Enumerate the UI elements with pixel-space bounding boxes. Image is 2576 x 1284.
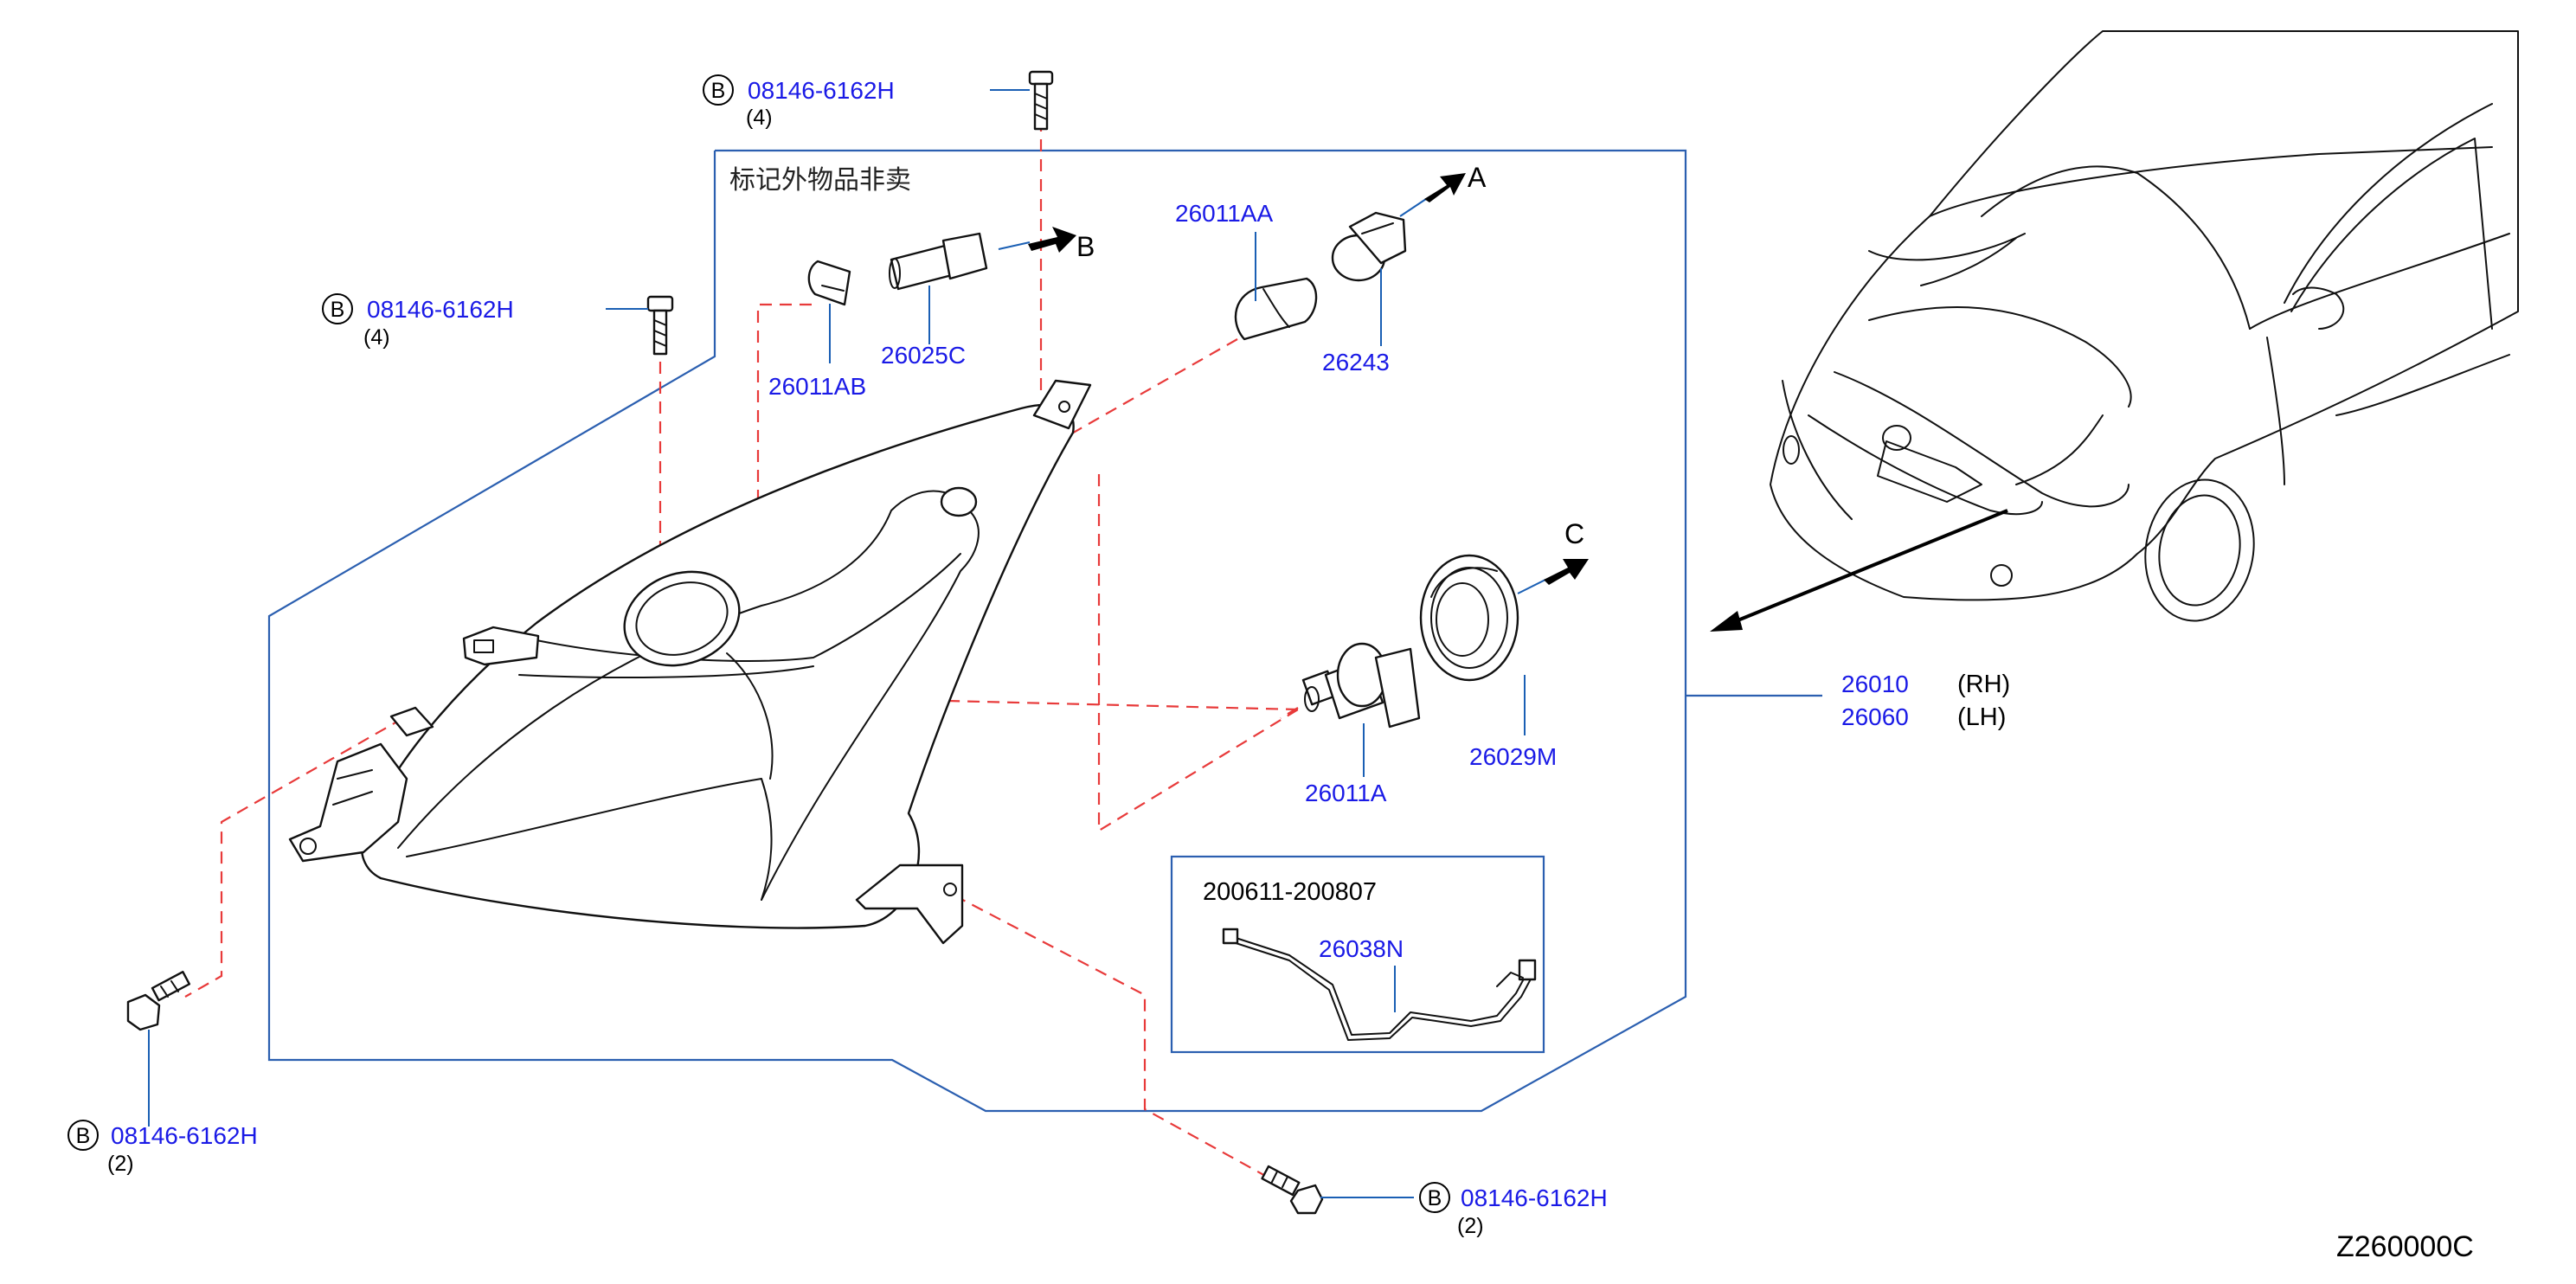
part-number-assembly-lh[interactable]: 26060: [1841, 703, 1909, 730]
diagram-code: Z260000C: [2336, 1230, 2474, 1263]
bolt-ref-marker-top-left: B: [322, 293, 353, 324]
bolt-top-left[interactable]: [646, 295, 674, 356]
socket-small-arrow-leader: [998, 241, 1031, 250]
vehicle-reference-drawing: [1770, 30, 2519, 622]
lamp-cap-arrow-leader: [1517, 579, 1546, 594]
vehicle-location-arrowhead: [1710, 611, 1743, 632]
part-number-bulb-socket-small[interactable]: 26025C: [881, 342, 966, 369]
side-label-rh: (RH): [1957, 671, 2010, 698]
bolt-top-center[interactable]: [1028, 70, 1054, 131]
bolt-ref-marker-top-center: B: [703, 74, 734, 106]
bolt-bottom-left[interactable]: [126, 971, 191, 1031]
harness-inset: [1170, 855, 1545, 1054]
svg-text:B: B: [331, 298, 345, 322]
qty-bolt-bottom-left: (2): [107, 1152, 134, 1176]
part-number-bolt-bottom-left[interactable]: 08146-6162H: [111, 1122, 258, 1149]
arrow-c: [1544, 559, 1589, 585]
part-number-bulb-amber[interactable]: 26011AA: [1175, 200, 1273, 227]
qty-bolt-bottom-right: (2): [1457, 1214, 1484, 1238]
bolt-bottom-right[interactable]: [1261, 1165, 1324, 1215]
bolt-ref-marker-bottom-right: B: [1419, 1182, 1450, 1213]
svg-text:B: B: [1428, 1186, 1442, 1210]
qty-bolt-top-left: (4): [363, 325, 390, 350]
arrow-a: [1424, 173, 1466, 202]
not-sold-separately-note: 标记外物品非卖: [729, 165, 911, 196]
svg-text:B: B: [76, 1124, 91, 1148]
callout-b: B: [1076, 231, 1095, 262]
socket-amber-arrow-leader: [1399, 198, 1427, 217]
side-label-lh: (LH): [1957, 703, 2006, 731]
svg-text:B: B: [711, 79, 726, 103]
arrow-b: [1028, 227, 1076, 253]
callout-c: C: [1564, 518, 1584, 549]
assembly-boundary: [267, 149, 1687, 1113]
part-number-bulb-socket-amber[interactable]: 26243: [1322, 349, 1390, 376]
part-number-bolt-bottom-right[interactable]: 08146-6162H: [1461, 1184, 1608, 1211]
bolt-ref-marker-bottom-left: B: [67, 1120, 99, 1151]
part-number-bolt-top-center[interactable]: 08146-6162H: [748, 77, 895, 104]
bulb-small[interactable]: [807, 260, 851, 306]
bulb-amber[interactable]: [1234, 277, 1318, 341]
inset-date-range: 200611-200807: [1203, 878, 1377, 906]
part-number-harness[interactable]: 26038N: [1319, 935, 1404, 962]
part-number-assembly-rh[interactable]: 26010: [1841, 671, 1909, 697]
harness[interactable]: [1222, 928, 1537, 1041]
qty-bolt-top-center: (4): [746, 106, 773, 130]
vehicle-location-arrow: [1726, 509, 2008, 626]
part-number-bulb-small[interactable]: 26011AB: [768, 373, 866, 400]
part-number-lamp-cap[interactable]: 26029M: [1469, 743, 1557, 770]
part-number-bulb-main[interactable]: 26011A: [1305, 780, 1387, 806]
lamp-cap[interactable]: [1419, 554, 1519, 682]
part-number-bolt-top-left[interactable]: 08146-6162H: [367, 296, 514, 323]
bulb-socket-small[interactable]: [889, 232, 988, 291]
headlamp-housing: [288, 379, 1092, 945]
bulb-main[interactable]: [1301, 642, 1421, 729]
callout-a: A: [1468, 162, 1487, 193]
bulb-socket-amber[interactable]: [1331, 211, 1407, 282]
